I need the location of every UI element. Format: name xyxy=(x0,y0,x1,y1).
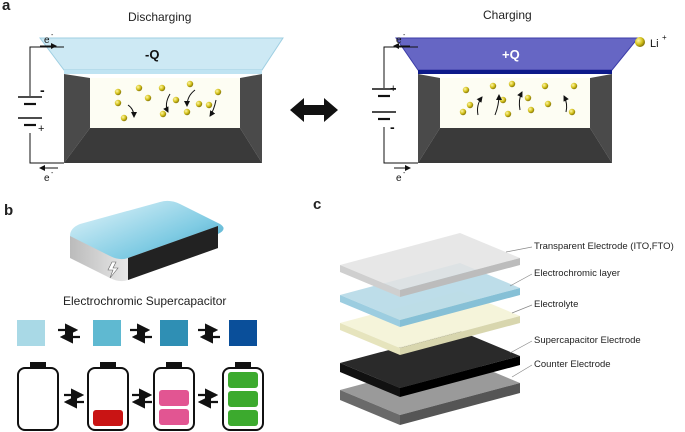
discharging-left-wall xyxy=(64,74,90,163)
layer-supercapacitor-electrode xyxy=(340,331,520,397)
layer-transparent-electrode xyxy=(340,233,520,297)
charging-plus: + xyxy=(390,83,396,95)
supercapacitor-device xyxy=(70,200,224,282)
discharging-ions xyxy=(114,80,222,122)
svg-text:-: - xyxy=(403,170,406,177)
tile-exchange-arrows xyxy=(58,323,220,344)
label-counter-electrode: Counter Electrode xyxy=(534,359,611,370)
li-ion-legend-label: Li xyxy=(650,38,659,50)
charging-charge-label: +Q xyxy=(502,47,520,62)
color-tile-3 xyxy=(160,320,188,346)
label-supercapacitor-electrode: Supercapacitor Electrode xyxy=(534,335,641,346)
discharging-e-top: e xyxy=(44,35,50,46)
discharging-circuit xyxy=(18,43,64,171)
color-tile-1 xyxy=(17,320,45,346)
discharging-e-bottom: e xyxy=(44,173,50,184)
color-tile-2 xyxy=(93,320,121,346)
charging-left-wall xyxy=(418,74,440,163)
svg-text:+: + xyxy=(662,33,667,42)
discharging-bottom-electrode xyxy=(64,128,262,163)
panel-c-layer-stack xyxy=(340,233,533,425)
svg-text:-: - xyxy=(403,32,406,39)
discharging-title: Discharging xyxy=(128,10,192,24)
li-ion-legend-icon xyxy=(635,37,645,47)
color-tile-4 xyxy=(229,320,257,346)
charging-cell xyxy=(395,37,640,163)
discharging-charge-label: -Q xyxy=(145,47,159,62)
discharging-right-wall xyxy=(240,74,262,163)
charging-e-bottom: e xyxy=(396,173,402,184)
label-electrochromic-layer: Electrochromic layer xyxy=(534,268,621,279)
panel-label-a: a xyxy=(2,0,11,14)
battery-exchange-arrows xyxy=(63,388,219,409)
layer-electrochromic xyxy=(340,263,520,327)
color-and-battery-states xyxy=(17,320,264,431)
leader-lines xyxy=(505,246,533,378)
label-electrolyte: Electrolyte xyxy=(534,299,579,310)
label-transparent-electrode: Transparent Electrode (ITO,FTO) xyxy=(534,241,674,252)
panel-a-diagram: -Q e - e - - + +Q xyxy=(18,32,667,184)
discharging-plus: + xyxy=(38,123,44,135)
discharging-top-electrode xyxy=(39,37,284,71)
svg-text:-: - xyxy=(51,170,54,177)
panel-b-diagram xyxy=(70,200,224,282)
charging-e-top: e xyxy=(396,35,402,46)
battery-medium xyxy=(153,362,195,431)
charging-minus: - xyxy=(390,119,395,135)
discharging-minus: - xyxy=(40,82,45,98)
charging-ions xyxy=(459,80,578,118)
charging-bottom-electrode xyxy=(418,128,612,163)
panel-label-b: b xyxy=(4,202,14,219)
battery-full xyxy=(222,362,264,431)
battery-low xyxy=(87,362,129,431)
discharging-cell xyxy=(39,37,284,163)
panel-label-c: c xyxy=(313,196,322,213)
discharging-electrolyte xyxy=(90,78,240,128)
supercapacitor-caption: Electrochromic Supercapacitor xyxy=(63,294,227,308)
double-arrow-icon xyxy=(290,98,338,122)
charging-title: Charging xyxy=(483,8,532,22)
charging-right-wall xyxy=(590,74,612,163)
charging-circuit xyxy=(372,43,418,171)
charging-electrolyte xyxy=(440,78,590,128)
battery-empty xyxy=(17,362,59,431)
svg-text:-: - xyxy=(51,32,54,39)
lightning-icon xyxy=(107,261,119,279)
